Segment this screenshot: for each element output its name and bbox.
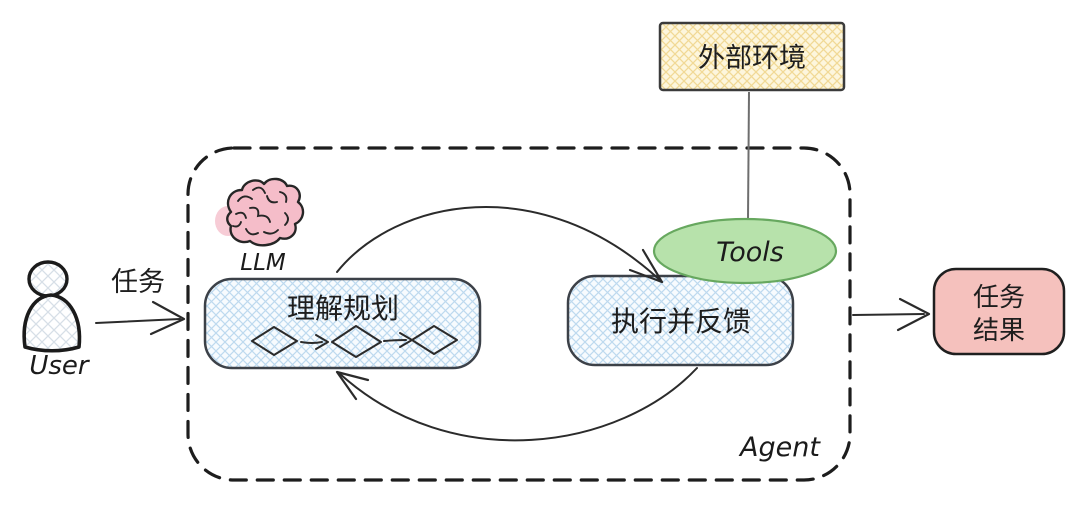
brain-folds [232,186,289,236]
result-label-line1: 任务 [973,283,1025,313]
flow-arrowhead-2 [399,332,413,348]
plan-to-execute-arrowhead [628,248,664,284]
env-to-tools-connector [747,91,750,220]
external-environment-node [658,21,846,92]
flow-arrowhead-1 [315,334,329,350]
flow-arrow-1 [300,341,323,344]
user-to-agent-arrowhead [149,300,186,336]
agent-to-result-arrowhead [896,297,931,332]
user-body [22,293,82,353]
user-label: User [29,351,91,381]
flow-diamond-2 [331,325,382,358]
execute-node [566,274,795,367]
tools-node [652,217,838,285]
llm-label: LLM [240,250,286,276]
agent-to-result-arrow [852,313,925,316]
flow-diamond-3 [411,325,458,355]
user-to-agent-arrow [95,318,181,324]
result-node [932,267,1066,356]
agent-label: Agent [738,432,821,463]
result-label-line2: 结果 [973,316,1025,346]
execute-to-plan-arrowhead [335,370,370,401]
plan-flow-diamonds [251,325,458,358]
tools-label: Tools [716,237,784,268]
flow-diamond-1 [251,326,298,356]
agent-boundary [186,146,852,482]
user-icon [22,260,82,353]
task-edge-label: 任务 [111,267,165,298]
plan-node [203,277,482,370]
user-head [27,260,69,298]
flow-arrow-2 [383,339,407,342]
plan-to-execute-arrow [336,206,663,283]
plan-label: 理解规划 [287,292,399,325]
external-environment-label: 外部环境 [698,43,806,74]
execute-label: 执行并反馈 [611,305,751,338]
execute-to-plan-arrow [338,367,698,442]
brain-icon [215,177,305,247]
